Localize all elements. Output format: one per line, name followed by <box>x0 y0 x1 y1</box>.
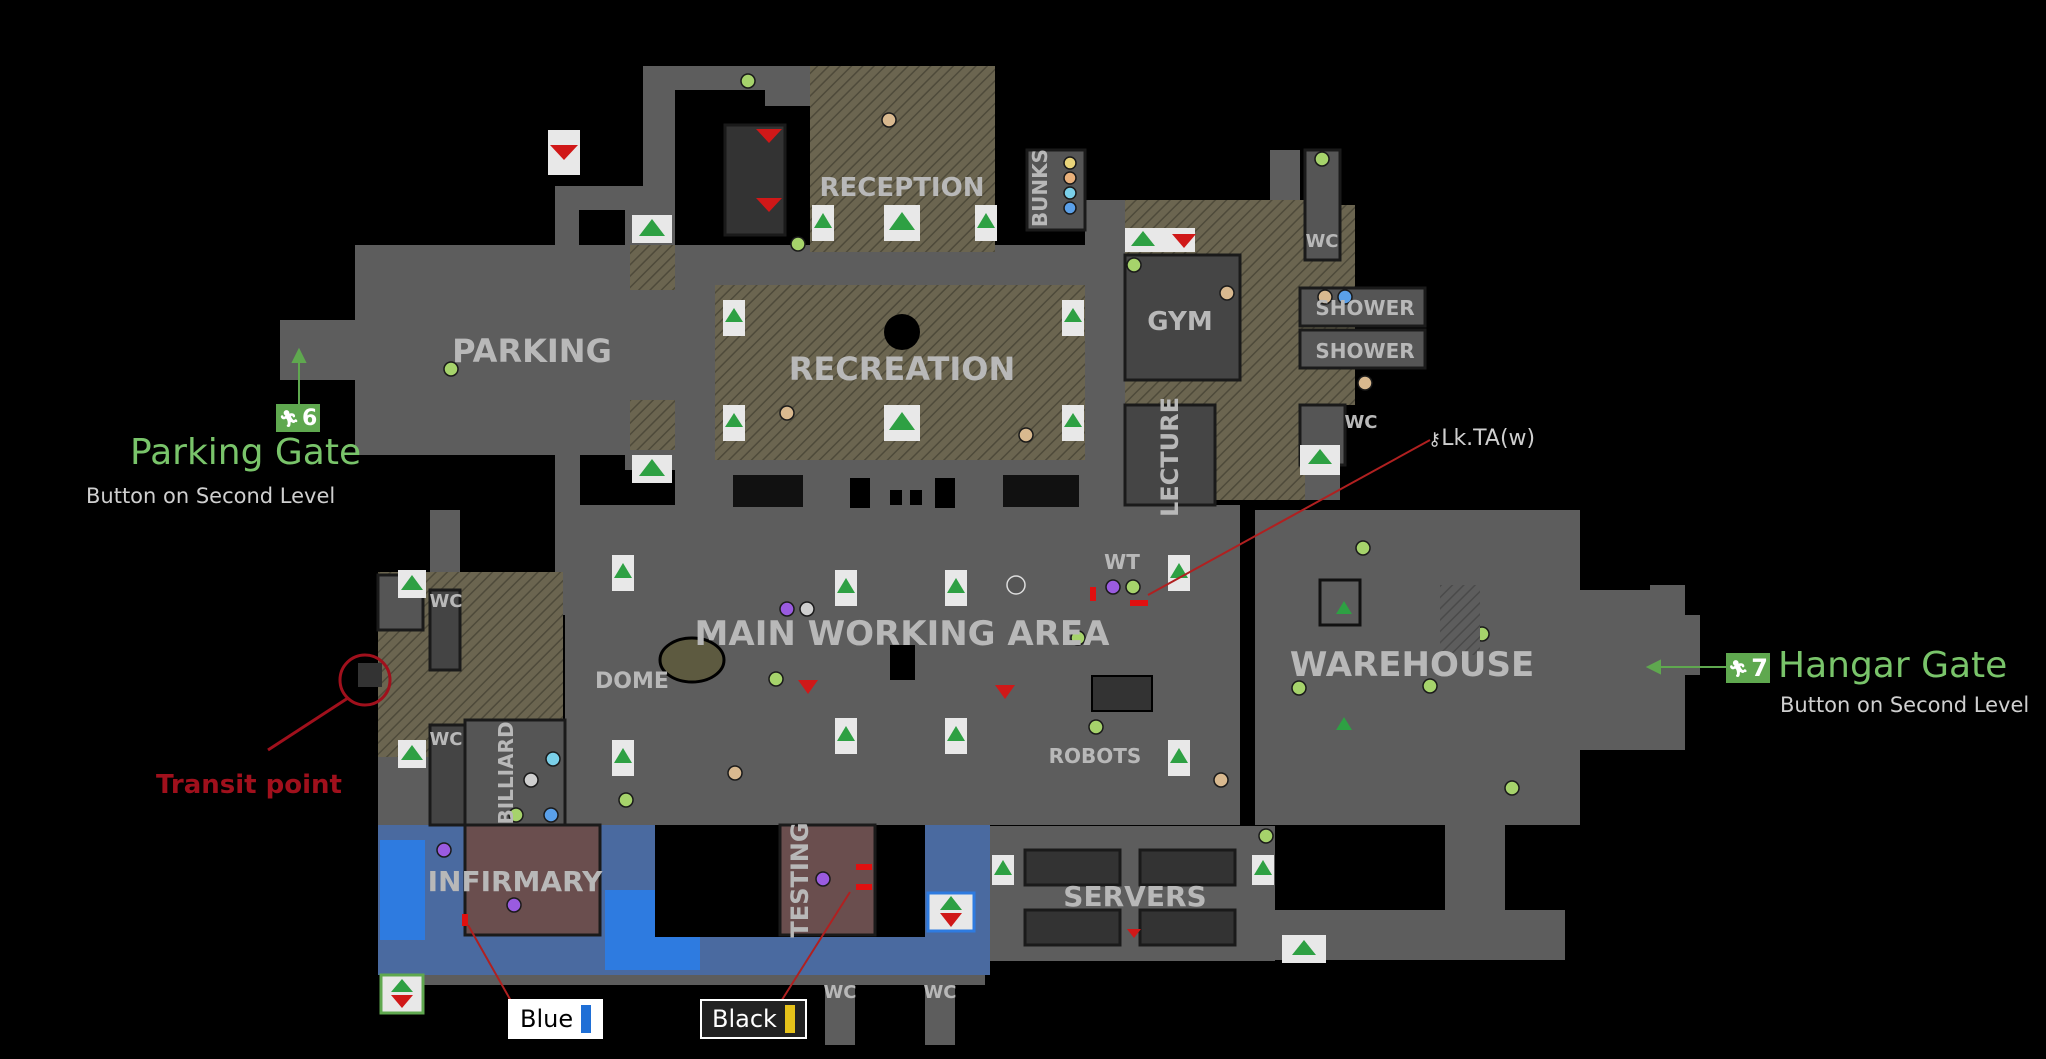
label-wc-top-right: WC <box>1305 231 1338 252</box>
label-infirmary: INFIRMARY <box>428 865 604 898</box>
key-label: ⚷Lk.TA(w) <box>1428 426 1535 451</box>
loot-markers <box>436 73 1520 913</box>
label-main-working-area: MAIN WORKING AREA <box>695 614 1111 654</box>
transit-point-label: Transit point <box>156 770 342 800</box>
leader-lines <box>467 439 1431 1009</box>
label-wt: WT <box>1104 550 1140 574</box>
hangar-gate-note: Button on Second Level <box>1780 693 2030 717</box>
label-wc-bottom-2: WC <box>923 982 956 1003</box>
label-billiard: BILLIARD <box>494 721 518 824</box>
label-servers: SERVERS <box>1063 880 1206 913</box>
keycard-black: Black <box>700 999 807 1039</box>
room-labels: RECEPTION BUNKS PARKING RECREATION GYM S… <box>428 149 1535 1003</box>
keycard-blue-swatch <box>581 1005 592 1033</box>
key-label-text: Lk.TA(w) <box>1441 426 1536 451</box>
exit-running-icon: 🏃︎ <box>278 408 299 428</box>
parking-gate-number: 6 <box>302 405 318 431</box>
label-wc-bottom-1: WC <box>823 982 856 1003</box>
label-wc-west-upper: WC <box>429 591 462 612</box>
hangar-gate-name: Hangar Gate <box>1778 645 2008 686</box>
rooms <box>376 123 1427 947</box>
label-wc-west-lower: WC <box>429 729 462 750</box>
props <box>358 314 1650 750</box>
hangar-gate-number: 7 <box>1751 654 1768 682</box>
label-testing: TESTING <box>786 822 814 937</box>
label-bunks: BUNKS <box>1028 149 1052 227</box>
label-recreation: RECREATION <box>789 350 1015 388</box>
label-warehouse: WAREHOUSE <box>1290 645 1534 685</box>
exit-running-icon: 🏃︎ <box>1727 658 1749 678</box>
keycard-black-label: Black <box>712 1005 777 1033</box>
label-dome: DOME <box>595 669 669 694</box>
keycard-blue: Blue <box>508 999 604 1039</box>
label-shower-2: SHOWER <box>1315 339 1414 363</box>
exit-icon-parking: 🏃︎ 6 <box>276 404 320 432</box>
key-icon: ⚷ <box>1428 429 1442 450</box>
label-robots: ROBOTS <box>1049 744 1142 768</box>
label-lecture: LECTURE <box>1156 397 1184 517</box>
exit-arrows <box>291 347 1730 675</box>
label-gym: GYM <box>1147 307 1212 337</box>
keycard-black-swatch <box>784 1005 795 1033</box>
locked-doors <box>462 587 1148 926</box>
parking-gate-note: Button on Second Level <box>86 484 336 508</box>
up-down-stairs <box>379 891 976 1015</box>
parking-gate-name: Parking Gate <box>130 432 362 473</box>
stair-markers <box>379 129 1352 1015</box>
label-parking: PARKING <box>452 332 612 370</box>
label-shower-1: SHOWER <box>1315 296 1414 320</box>
transit-point-marker <box>267 653 392 752</box>
keycard-blue-label: Blue <box>520 1005 574 1033</box>
label-wc-right: WC <box>1344 412 1377 433</box>
exit-icon-hangar: 🏃︎ 7 <box>1726 653 1770 683</box>
label-reception: RECEPTION <box>820 173 985 203</box>
